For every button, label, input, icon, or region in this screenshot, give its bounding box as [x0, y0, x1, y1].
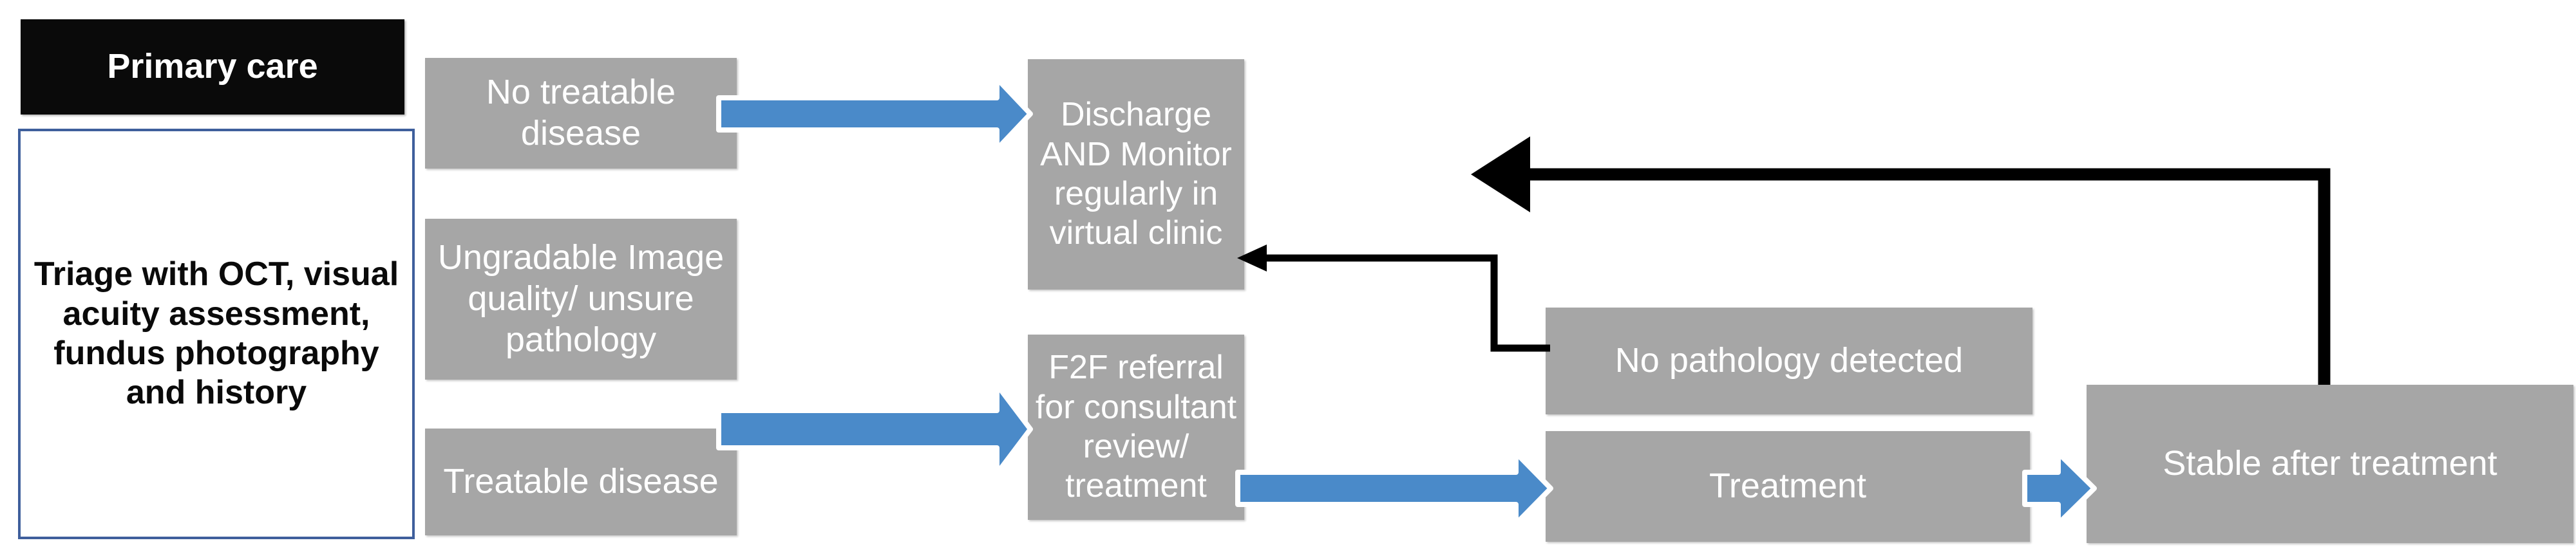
node-triage: Triage with OCT, visual acuity assessmen… — [18, 129, 415, 539]
node-treatment-label: Treatment — [1709, 466, 1867, 506]
node-f2f-referral: F2F referral for consultant review/ trea… — [1028, 335, 1244, 520]
arrow-treatable-disease-to-f2f — [716, 368, 1033, 490]
node-discharge-monitor: Discharge AND Monitor regularly in virtu… — [1028, 59, 1244, 290]
arrow-treatment-to-stable — [2022, 450, 2097, 526]
arrow-no-pathology-to-discharge — [1233, 238, 1555, 367]
node-no-pathology-detected: No pathology detected — [1546, 308, 2032, 414]
node-stable-after-treatment: Stable after treatment — [2087, 385, 2573, 543]
node-no-treatable-disease-label: No treatable disease — [486, 73, 676, 152]
node-treatable-disease-label: Treatable disease — [443, 462, 719, 501]
node-stable-after-treatment-label: Stable after treatment — [2163, 444, 2497, 483]
arrow-stable-to-discharge — [1468, 136, 2331, 392]
node-treatment: Treatment — [1546, 431, 2030, 542]
node-treatable-disease: Treatable disease — [425, 429, 737, 535]
node-discharge-monitor-label: Discharge AND Monitor regularly in virtu… — [1040, 96, 1232, 252]
node-no-pathology-detected-label: No pathology detected — [1615, 341, 1964, 380]
arrow-no-treatable-disease-to-discharge — [716, 76, 1033, 152]
node-f2f-referral-label: F2F referral for consultant review/ trea… — [1035, 349, 1237, 505]
node-no-treatable-disease: No treatable disease — [425, 58, 737, 169]
node-primary-care: Primary care — [21, 19, 404, 115]
node-ungradable-image: Ungradable Image quality/ unsure patholo… — [425, 219, 737, 380]
node-primary-care-label: Primary care — [107, 47, 318, 86]
arrow-f2f-to-treatment — [1235, 450, 1555, 526]
node-ungradable-image-label: Ungradable Image quality/ unsure patholo… — [437, 238, 724, 359]
node-triage-label: Triage with OCT, visual acuity assessmen… — [33, 255, 399, 412]
